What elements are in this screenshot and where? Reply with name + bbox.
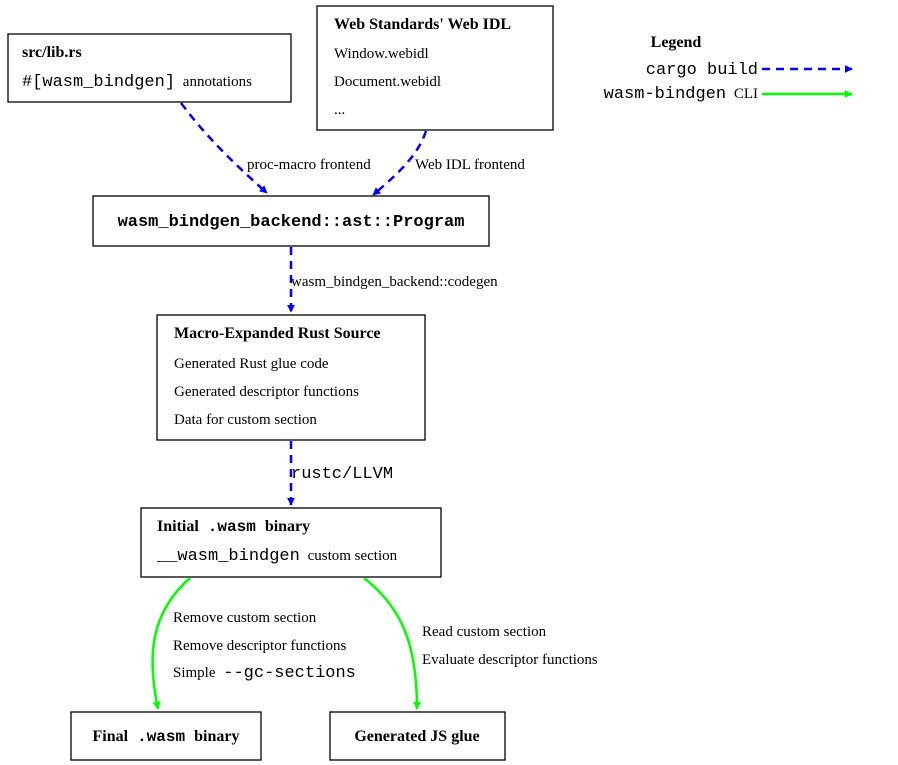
- web-idl-line-ellipsis: ...: [334, 102, 345, 118]
- node-final-wasm-title: Final .wasm binary: [93, 728, 240, 746]
- final-title-mono: .wasm: [137, 728, 185, 746]
- legend-cargo-build-label: cargo build: [646, 61, 758, 80]
- annotations-label: annotations: [183, 74, 252, 90]
- legend-cli-label-rest: CLI: [734, 86, 758, 102]
- node-initial-wasm-title: Initial .wasm binary: [157, 518, 310, 536]
- node-web-idl-title: Web Standards' Web IDL: [334, 16, 511, 33]
- initial-section-rest: custom section: [308, 548, 398, 564]
- legend-cli-label: wasm-bindgen CLI: [604, 85, 758, 104]
- final-title-post: binary: [194, 728, 239, 745]
- initial-title-mono: .wasm: [208, 518, 256, 536]
- final-title-pre: Final: [93, 728, 129, 745]
- edge-codegen: wasm_bindgen_backend::codegen: [287, 247, 498, 313]
- edge-codegen-label: wasm_bindgen_backend::codegen: [291, 274, 498, 290]
- legend-title: Legend: [651, 34, 702, 51]
- edge-web-idl-frontend: Web IDL frontend: [372, 130, 525, 196]
- node-js-glue-title: Generated JS glue: [354, 728, 479, 745]
- edge-web-idl-frontend-label: Web IDL frontend: [415, 157, 525, 173]
- node-src-lib-rs: src/lib.rs #[wasm_bindgen] annotations: [7, 33, 292, 103]
- edge-rustc-llvm-label: rustc/LLVM: [291, 465, 393, 484]
- edge-rustc-llvm: rustc/LLVM: [287, 441, 393, 506]
- node-web-idl: Web Standards' Web IDL Window.webidl Doc…: [316, 5, 554, 131]
- web-idl-line-window: Window.webidl: [334, 46, 429, 62]
- svg-text:#[wasm_bindgen] annotati: #[wasm_bindgen] annotations: [22, 73, 252, 92]
- to-final-line-1: Remove custom section: [173, 610, 317, 626]
- initial-title-post: binary: [265, 518, 310, 535]
- edge-to-js-glue: Read custom section Evaluate descriptor …: [363, 577, 598, 710]
- web-idl-line-document: Document.webidl: [334, 74, 441, 90]
- node-js-glue: Generated JS glue: [329, 711, 506, 761]
- node-macro-expanded-title: Macro-Expanded Rust Source: [174, 325, 381, 342]
- node-initial-wasm: Initial .wasm binary __wasm_bindgen cust…: [140, 507, 442, 578]
- macro-line-glue: Generated Rust glue code: [174, 356, 329, 372]
- edge-proc-macro-label: proc-macro frontend: [247, 157, 371, 173]
- node-macro-expanded: Macro-Expanded Rust Source Generated Rus…: [156, 314, 426, 441]
- node-final-wasm: Final .wasm binary: [70, 711, 262, 761]
- wasm-bindgen-attribute: #[wasm_bindgen]: [22, 73, 175, 92]
- initial-title-pre: Initial: [157, 518, 199, 535]
- node-initial-wasm-line: __wasm_bindgen custom section: [156, 547, 398, 566]
- gc-sections-flag: --gc-sections: [223, 664, 356, 683]
- to-final-line-2: Remove descriptor functions: [173, 638, 346, 654]
- macro-line-descriptors: Generated descriptor functions: [174, 384, 359, 400]
- to-js-line-1: Read custom section: [422, 624, 547, 640]
- legend: Legend cargo build wasm-bindgen CLI: [604, 34, 853, 104]
- to-js-line-2: Evaluate descriptor functions: [422, 652, 598, 668]
- macro-line-custom-data: Data for custom section: [174, 412, 317, 428]
- to-final-line-3: Simple --gc-sections: [173, 664, 356, 683]
- initial-section-mono: __wasm_bindgen: [156, 547, 300, 566]
- edge-proc-macro: proc-macro frontend: [180, 102, 371, 194]
- edge-to-final-wasm: Remove custom section Remove descriptor …: [151, 577, 356, 710]
- node-ast-program: wasm_bindgen_backend::ast::Program: [92, 195, 490, 247]
- to-final-line-3-pre: Simple: [173, 665, 216, 681]
- node-src-lib-rs-title: src/lib.rs: [22, 44, 82, 61]
- node-ast-program-title: wasm_bindgen_backend::ast::Program: [118, 213, 465, 232]
- legend-cli-label-mono: wasm-bindgen: [604, 85, 726, 104]
